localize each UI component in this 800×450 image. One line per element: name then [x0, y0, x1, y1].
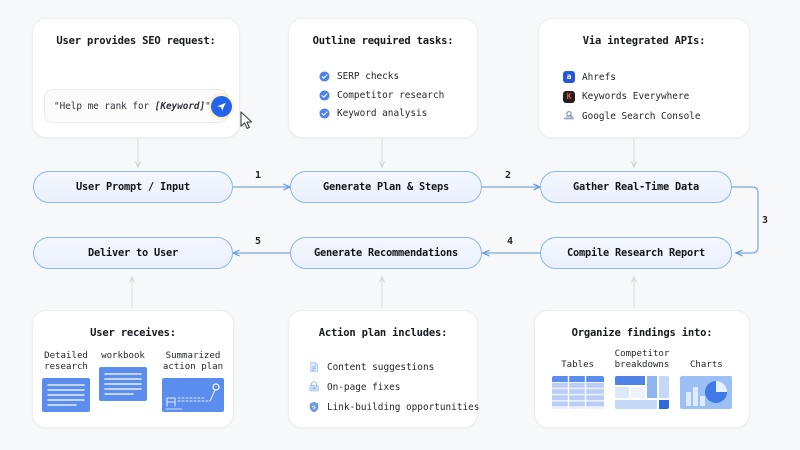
google-search-console-icon	[564, 111, 574, 120]
step-number-3: 3	[762, 215, 769, 226]
check-circle-icon	[319, 71, 330, 82]
card-user-receives: User receives: Detailed research workboo…	[32, 310, 234, 428]
thumb-caption: workbook	[101, 351, 145, 361]
card-title: Outline required tasks:	[312, 35, 454, 47]
list-item-label: Keyword analysis	[337, 108, 428, 119]
thumb-group: Detailed research workbook	[33, 351, 233, 413]
thumb-caption: Summarized action plan	[162, 351, 224, 373]
list-item-label: SERP checks	[337, 71, 400, 82]
wrench-page-icon	[309, 381, 319, 392]
document-lines-thumb	[42, 378, 90, 413]
thumb-caption: Tables	[561, 360, 595, 371]
list-item-label: On-page fixes	[327, 381, 401, 393]
pill-deliver-to-user[interactable]: Deliver to User	[33, 237, 233, 269]
keywords-everywhere-glyph: K	[566, 91, 572, 101]
card-title: Action plan includes:	[318, 327, 448, 339]
prompt-suffix: "	[205, 100, 211, 112]
thumb-item[interactable]: workbook	[99, 351, 147, 412]
keywords-everywhere-app-icon: K	[563, 90, 575, 103]
send-button[interactable]	[210, 95, 232, 117]
pill-user-prompt-input[interactable]: User Prompt / Input	[33, 171, 233, 203]
thumb-caption: Competitor breakdowns	[614, 349, 670, 371]
mosaic-blocks-thumb	[615, 376, 669, 410]
card-outline-required-tasks: Outline required tasks: SERP checks Comp…	[288, 18, 478, 138]
prompt-text: "Help me rank for [Keyword]"	[54, 101, 211, 112]
list-item-label: Ahrefs	[582, 71, 616, 83]
table-grid-thumb	[551, 376, 604, 410]
list-item-label: Content suggestions	[327, 361, 435, 373]
thumb-item[interactable]: Charts	[680, 360, 733, 410]
mouse-cursor-icon	[240, 111, 253, 129]
ahrefs-glyph: a	[566, 72, 572, 81]
card-title: User receives:	[90, 327, 176, 339]
pill-generate-plan-steps[interactable]: Generate Plan & Steps	[290, 171, 482, 203]
bar-pie-chart-thumb	[680, 376, 733, 410]
prompt-prefix: "Help me rank for	[54, 100, 155, 112]
ahrefs-app-icon: a	[563, 71, 575, 83]
api-list: a Ahrefs K Keywords Everywhere Google Se…	[563, 71, 701, 122]
list-item[interactable]: Keyword analysis	[319, 108, 444, 119]
action-plan-diagram-thumb	[162, 378, 224, 413]
pill-generate-recommendations[interactable]: Generate Recommendations	[290, 237, 482, 269]
list-item-label: Link-building opportunities	[327, 401, 480, 413]
pill-label: Generate Plan & Steps	[323, 181, 449, 193]
wire-pill-to-card	[132, 277, 634, 308]
step-number-1: 1	[255, 170, 262, 181]
step-number-2: 2	[505, 170, 512, 181]
list-item-label: Google Search Console	[582, 110, 701, 122]
list-item-label: Keywords Everywhere	[582, 91, 690, 102]
card-action-plan-includes: Action plan includes: Content suggestion…	[288, 310, 479, 428]
prompt-keyword: [Keyword]	[154, 100, 206, 112]
shield-link-icon	[309, 401, 319, 413]
card-user-provides-seo-request: User provides SEO request: "Help me rank…	[32, 18, 253, 138]
thumb-item[interactable]: Tables	[551, 360, 604, 410]
list-item[interactable]: Competitor research	[319, 90, 444, 101]
check-circle-icon	[319, 108, 330, 119]
thumb-item[interactable]: Competitor breakdowns	[614, 349, 670, 410]
card-organize-findings-into: Organize findings into: Tables	[534, 310, 750, 428]
card-title: Organize findings into:	[571, 327, 713, 339]
pill-label: Generate Recommendations	[314, 247, 458, 259]
document-lines-thumb	[99, 367, 147, 402]
wire-card-to-pill	[138, 138, 634, 167]
prompt-input-box[interactable]: "Help me rank for [Keyword]"	[44, 89, 232, 123]
list-item[interactable]: K Keywords Everywhere	[563, 90, 701, 103]
list-item[interactable]: Content suggestions	[308, 361, 479, 373]
task-list: SERP checks Competitor research Keyword …	[319, 71, 444, 119]
step-number-5: 5	[255, 236, 262, 247]
check-circle-icon	[319, 89, 330, 101]
list-item[interactable]: On-page fixes	[308, 381, 479, 393]
document-text-icon	[310, 361, 318, 373]
pill-label: User Prompt / Input	[76, 181, 190, 193]
send-paper-plane-icon	[217, 102, 226, 111]
list-item[interactable]: a Ahrefs	[563, 71, 701, 83]
pill-gather-real-time-data[interactable]: Gather Real-Time Data	[540, 171, 732, 203]
list-item[interactable]: SERP checks	[319, 71, 444, 82]
card-title: User provides SEO request:	[56, 35, 216, 47]
card-via-integrated-apis: Via integrated APIs: a Ahrefs K Keywords…	[538, 18, 750, 138]
action-plan-list: Content suggestions On-page fixes Link-b…	[308, 361, 479, 413]
pill-label: Gather Real-Time Data	[573, 181, 699, 193]
thumb-caption: Charts	[689, 360, 723, 371]
thumb-item[interactable]: Detailed research	[42, 351, 90, 413]
thumb-item[interactable]: Summarized action plan	[162, 351, 224, 413]
thumb-group: Tables Competitor breakdowns	[535, 349, 749, 410]
card-title: Via integrated APIs:	[582, 35, 706, 47]
wire-step-3	[731, 186, 759, 253]
pill-label: Deliver to User	[88, 247, 178, 259]
list-item[interactable]: Link-building opportunities	[308, 401, 479, 413]
pill-compile-research-report[interactable]: Compile Research Report	[540, 237, 732, 269]
list-item-label: Competitor research	[337, 89, 445, 101]
thumb-caption: Detailed research	[44, 351, 88, 373]
list-item[interactable]: Google Search Console	[563, 110, 701, 122]
pill-label: Compile Research Report	[567, 247, 705, 259]
step-number-4: 4	[507, 236, 514, 247]
